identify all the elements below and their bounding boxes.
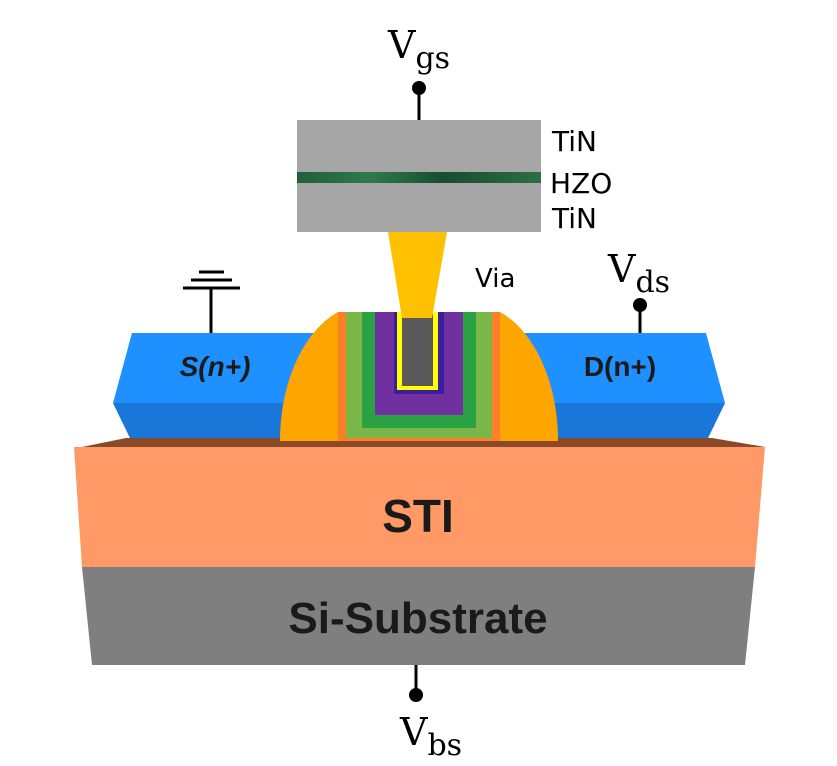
gate-metal [402,314,433,386]
drain-label: D(n+) [584,351,656,382]
body-terminal-node [409,688,423,702]
bottom-tin-label: TiN [551,202,597,235]
sti-top-edge [82,438,765,447]
drain-voltage-label: Vds [607,247,670,300]
body-voltage-label: Vbs [399,710,462,763]
via-label: Via [475,264,515,294]
substrate-block [82,567,755,665]
capacitor-bottom-tin [297,183,541,232]
gate-voltage-label: Vgs [387,23,450,76]
hzo-label: HZO [550,167,612,200]
source-label: S(n+) [180,351,251,382]
top-tin-label: TiN [551,125,597,158]
drain-region-shadow [522,403,725,438]
gate-terminal-node [412,81,426,95]
capacitor-top-tin [297,120,541,172]
source-region-shadow [113,403,316,438]
via [388,232,447,318]
sti-block [74,447,765,567]
capacitor-hzo-layer [297,172,541,183]
substrate-label: Si-Substrate [288,594,547,643]
drain-terminal-node [633,298,647,312]
sti-label: STI [382,490,454,542]
